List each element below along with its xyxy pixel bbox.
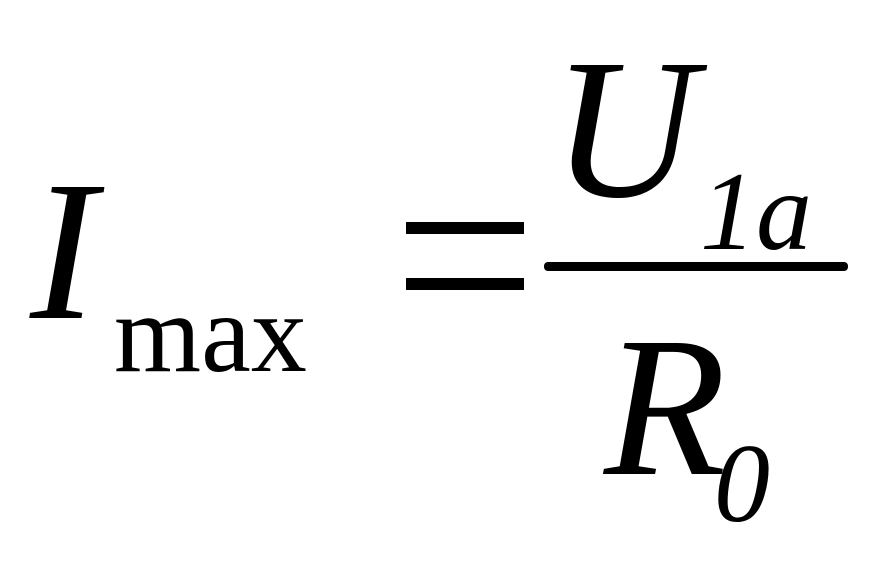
equals-bar-top bbox=[406, 222, 524, 234]
equals-bar-bottom bbox=[406, 278, 524, 290]
denominator-symbol: R bbox=[604, 297, 727, 518]
numerator-symbol: U bbox=[552, 19, 697, 240]
equals-sign bbox=[406, 222, 524, 292]
numerator-subscript: 1a bbox=[700, 150, 812, 274]
lhs-subscript: max bbox=[114, 272, 307, 396]
lhs-symbol: I bbox=[30, 141, 97, 362]
denominator-subscript: 0 bbox=[714, 422, 770, 546]
fraction-bar bbox=[544, 262, 848, 271]
